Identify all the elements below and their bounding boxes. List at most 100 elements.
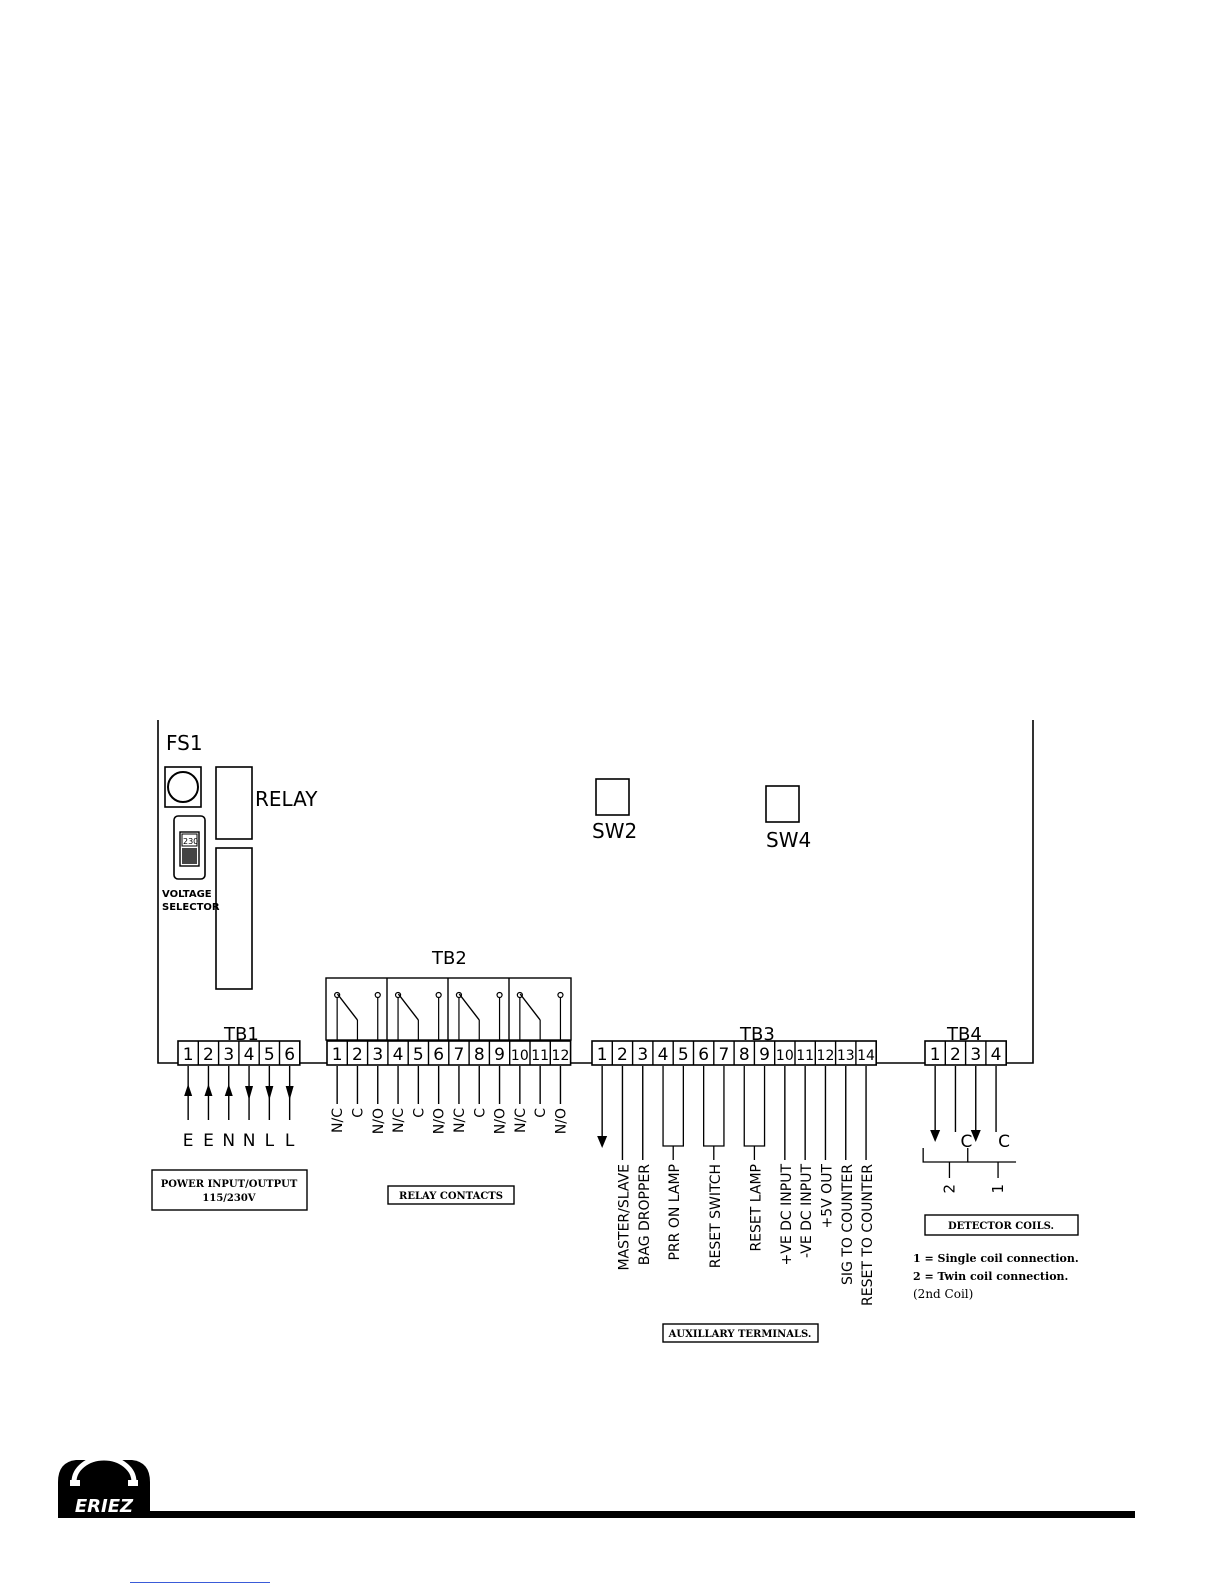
relay-contact-frame xyxy=(325,977,572,1041)
tb4-caption: DETECTOR COILS. xyxy=(948,1221,1054,1232)
tb2-terminal-8: 8 xyxy=(474,1045,485,1065)
relay-label: RELAY xyxy=(255,787,318,811)
tb3-title: TB3 xyxy=(739,1024,775,1045)
bottom-link-underline xyxy=(130,1582,270,1583)
relay-switch-arm xyxy=(519,993,541,1021)
coil-bracket-2 xyxy=(922,1148,969,1163)
tb4-terminal-1: 1 xyxy=(930,1045,941,1065)
voltage-selector-switch xyxy=(173,815,206,880)
tb3-terminal-6: 6 xyxy=(698,1045,709,1065)
tb1-arrow-up-icon xyxy=(224,1084,233,1096)
relay-switch-arm xyxy=(336,993,359,1021)
tb3-terminal-8: 8 xyxy=(739,1045,750,1065)
tb1-terminal-5: 5 xyxy=(264,1045,275,1065)
tb3-bracket xyxy=(743,1136,766,1147)
tb2-terminal-12: 12 xyxy=(552,1048,570,1064)
tb1-arrow-down-icon xyxy=(285,1086,294,1100)
tb4-caption-box xyxy=(924,1214,1079,1236)
tb3-label-5: RESET LAMP xyxy=(748,1164,764,1252)
tb3-label-10: RESET TO COUNTER xyxy=(860,1164,876,1306)
contact-node-icon xyxy=(435,991,442,999)
tb1-arrow-down-icon xyxy=(265,1086,274,1100)
tb4-title: TB4 xyxy=(946,1024,982,1045)
board-outline xyxy=(157,720,1034,1064)
tb2-terminal-1: 1 xyxy=(332,1045,343,1065)
tb2-terminal-3: 3 xyxy=(372,1045,383,1065)
tb3-label-1: MASTER/SLAVE xyxy=(616,1164,632,1271)
eriez-logo: ERIEZ xyxy=(58,1455,150,1518)
tb2-terminal-11: 11 xyxy=(531,1048,549,1064)
contact-node-icon xyxy=(334,991,341,999)
tb3-label-6: +VE DC INPUT xyxy=(779,1164,795,1266)
coil-number-1: 1 xyxy=(989,1184,1007,1194)
tb1-arrow-up-icon xyxy=(184,1084,193,1096)
contact-node-icon xyxy=(496,991,503,999)
tb3-terminal-4: 4 xyxy=(658,1045,669,1065)
ground-icon xyxy=(930,1130,941,1142)
tb2-terminal-5: 5 xyxy=(413,1045,424,1065)
tb3-terminal-11: 11 xyxy=(796,1048,814,1064)
tb3-label-3: PRR ON LAMP xyxy=(667,1164,683,1261)
voltage-selector-label-1: VOLTAGE xyxy=(162,889,212,900)
tb3-terminal-3: 3 xyxy=(637,1045,648,1065)
tb2-terminal-10: 10 xyxy=(511,1048,529,1064)
eriez-logo-text: ERIEZ xyxy=(75,1496,134,1517)
tb3-terminal-5: 5 xyxy=(678,1045,689,1065)
tb1-caption-box xyxy=(151,1169,308,1211)
tb3-label-2: BAG DROPPER xyxy=(637,1164,653,1265)
tb2-contact-2: C xyxy=(350,1108,366,1118)
tb3-label-4: RESET SWITCH xyxy=(708,1164,724,1268)
tb3-caption-box xyxy=(662,1323,819,1343)
tb2-terminal-2: 2 xyxy=(352,1045,363,1065)
sw2-label: SW2 xyxy=(592,819,637,843)
contact-node-icon xyxy=(374,991,381,999)
voltage-selector-window xyxy=(179,831,200,867)
contact-node-icon xyxy=(394,991,402,999)
tb2-caption: RELAY CONTACTS xyxy=(399,1191,503,1202)
tb3-bracket xyxy=(662,1136,684,1147)
tb3-caption: AUXILLARY TERMINALS. xyxy=(668,1329,812,1340)
tb3-label-8: +5V OUT xyxy=(819,1164,835,1229)
tb1-terminal-3: 3 xyxy=(223,1045,234,1065)
tb3-terminal-10: 10 xyxy=(776,1048,794,1064)
tb2-terminal-4: 4 xyxy=(393,1045,404,1065)
tb1-title: TB1 xyxy=(223,1024,259,1045)
tb2-contact-7: N/C xyxy=(452,1108,468,1133)
footer-rule xyxy=(150,1511,1135,1518)
tb1-signal-6: L xyxy=(285,1131,295,1151)
tb2-terminal-7: 7 xyxy=(454,1045,465,1065)
tb1-signal-3: N xyxy=(222,1131,235,1151)
tb2-terminal-6: 6 xyxy=(433,1045,444,1065)
fuse-holder xyxy=(164,766,202,808)
tb2-terminal-9: 9 xyxy=(494,1045,505,1065)
tb3-terminal-14: 14 xyxy=(857,1048,875,1064)
relay-block-upper xyxy=(215,766,253,840)
tb1-signal-2: E xyxy=(203,1131,214,1151)
tb4-note-3: (2nd Coil) xyxy=(913,1287,973,1301)
tb2-contact-10: N/C xyxy=(513,1108,529,1133)
tb4-terminal-3: 3 xyxy=(970,1045,981,1065)
contact-node-icon xyxy=(455,991,463,999)
fuse-label: FS1 xyxy=(166,731,203,755)
tb4-note-2: 2 = Twin coil connection. xyxy=(913,1270,1068,1283)
tb3-bracket xyxy=(703,1136,725,1147)
fuse-icon xyxy=(167,771,199,803)
tb2-contact-11: C xyxy=(533,1108,549,1118)
tb1-terminal-2: 2 xyxy=(203,1045,214,1065)
voltage-value: 230 xyxy=(183,837,198,846)
tb4-signal-c1: C xyxy=(961,1132,973,1152)
sw2-switch xyxy=(595,778,630,816)
relay-switch-arm xyxy=(397,993,419,1021)
tb2-contact-1: N/C xyxy=(330,1108,346,1133)
tb3-terminal-7: 7 xyxy=(719,1045,730,1065)
tb2-contact-6: N/O xyxy=(432,1108,448,1134)
tb1-caption-line2: 115/230V xyxy=(202,1193,255,1204)
tb4-terminal-4: 4 xyxy=(991,1045,1002,1065)
tb3-terminal-12: 12 xyxy=(817,1048,835,1064)
tb3-terminal-9: 9 xyxy=(759,1045,770,1065)
coil-number-2: 2 xyxy=(940,1184,958,1194)
contact-node-icon xyxy=(557,991,564,999)
tb2-contact-12: N/O xyxy=(553,1108,569,1134)
